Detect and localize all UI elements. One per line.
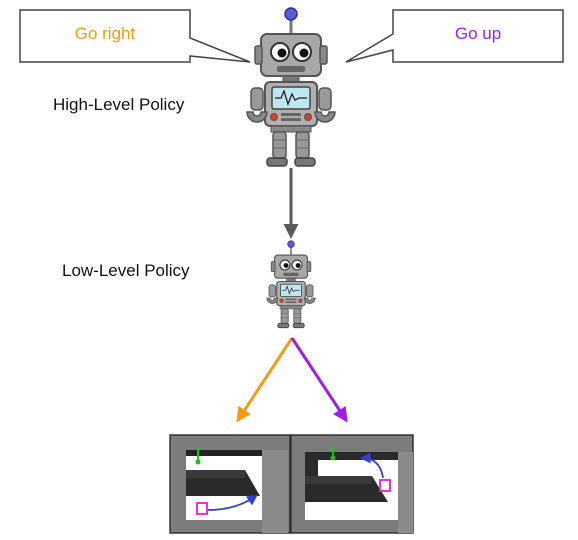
speech-bubble-right-text: Go up	[454, 24, 502, 43]
low-level-robot-icon	[265, 239, 317, 329]
speech-bubble-left-text: Go right	[74, 24, 136, 43]
high-level-robot-icon	[245, 6, 337, 168]
maze-panel-right	[290, 434, 414, 534]
low-level-policy-label: Low-Level Policy	[62, 261, 190, 280]
maze-panel-left	[169, 434, 291, 534]
go-up-arrow	[290, 337, 348, 423]
speech-bubble-right	[345, 9, 564, 63]
go-right-arrow	[236, 337, 294, 423]
speech-bubble-left	[19, 9, 251, 63]
high-level-policy-label: High-Level Policy	[53, 95, 185, 114]
